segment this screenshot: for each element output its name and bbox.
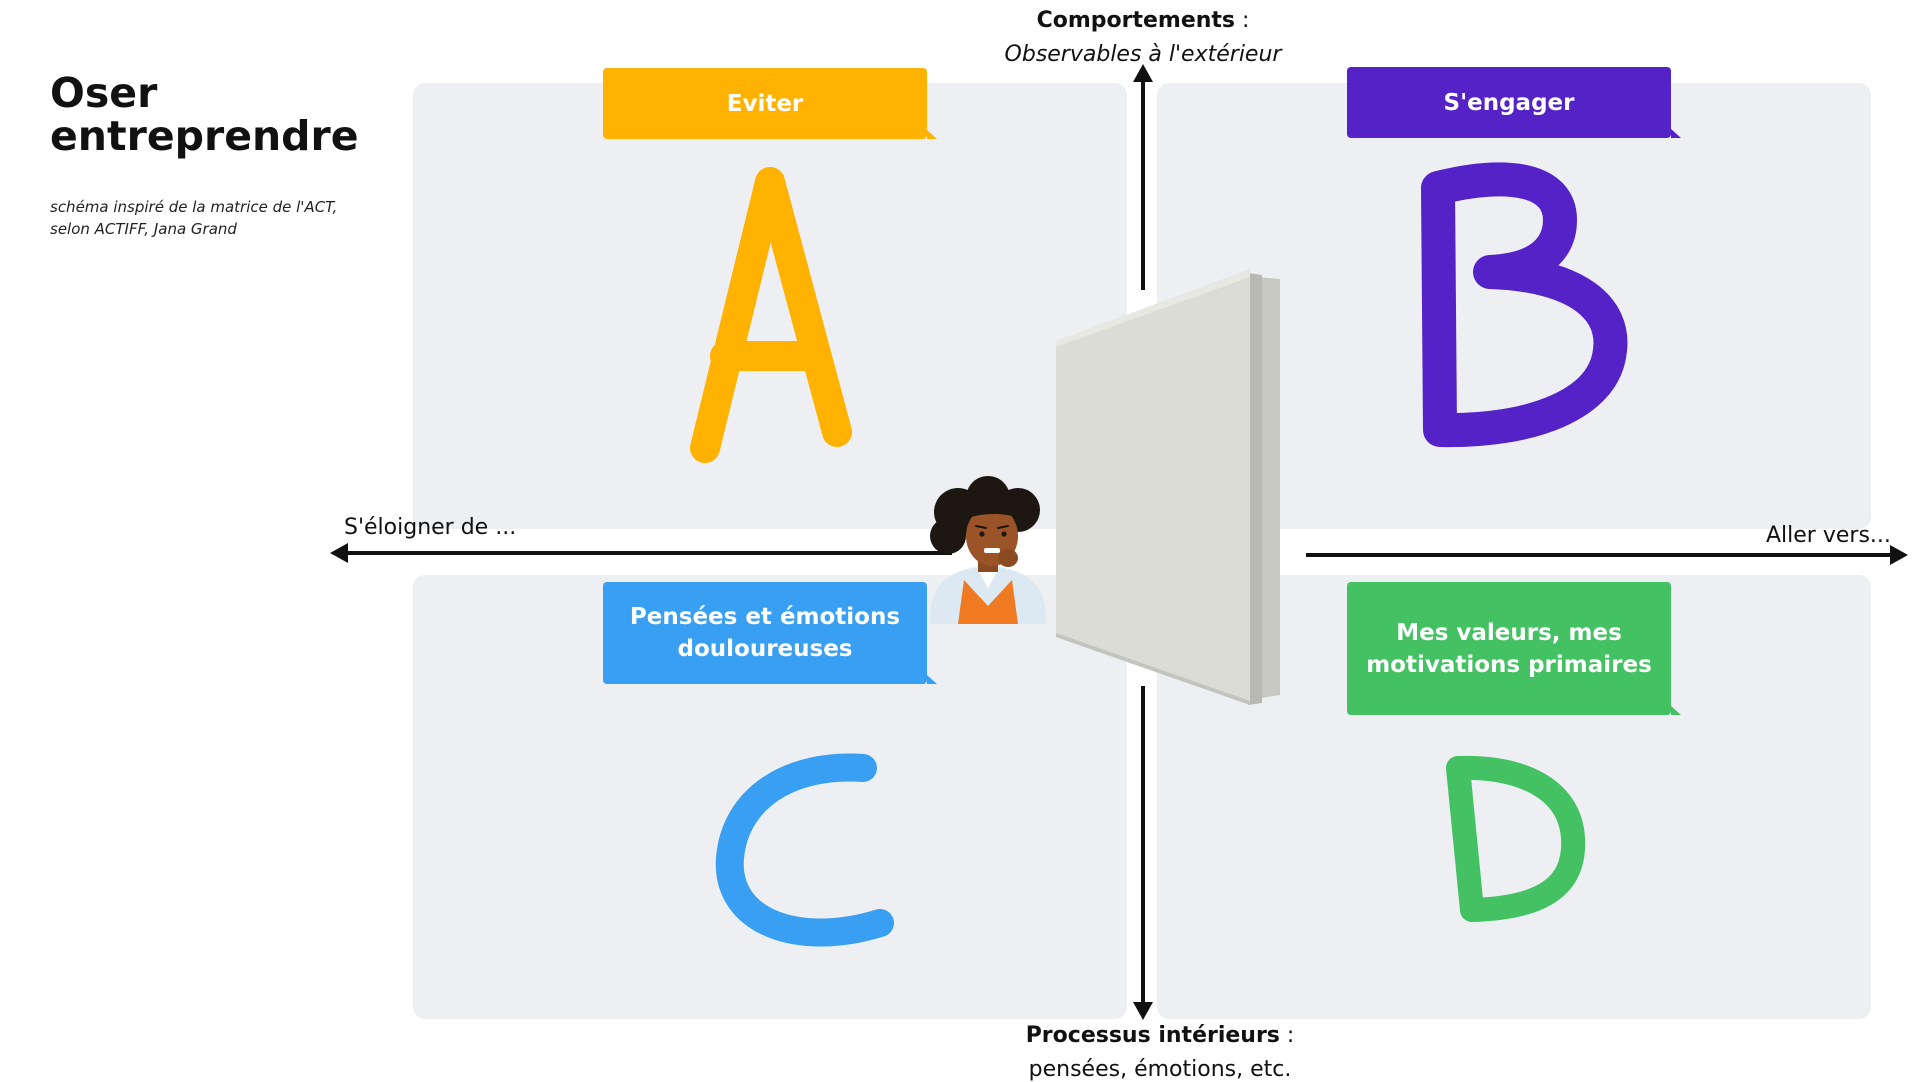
label-sengager: S'engager [1347,67,1671,138]
page-title: Oser entreprendre [50,69,359,160]
axis-top-label: Comportements : [943,8,1343,33]
axis-bottom-sep: : [1279,1023,1295,1048]
axis-top-sep: : [1235,8,1250,33]
label-eviter-tail [927,130,937,139]
label-eviter: Eviter [603,68,927,139]
label-pensees: Pensées et émotions douloureuses [603,582,927,684]
axis-bottom-label: Processus intérieurs : [960,1023,1360,1048]
page-subtitle: schéma inspiré de la matrice de l'ACT, s… [50,198,338,238]
worried-person-icon [929,476,1047,624]
axis-bottom-bold: Processus intérieurs [1025,1023,1280,1048]
label-pensees-tail [927,675,937,684]
letter-b [1421,162,1628,448]
label-valeurs: Mes valeurs, mes motivations primaires [1347,582,1671,715]
axis-right-label: Aller vers... [1766,523,1891,548]
quadrant-a-panel [413,83,1127,529]
letter-a [690,167,852,463]
wall-panel [1056,269,1280,705]
axis-bottom-plain: pensées, émotions, etc. [1028,1057,1292,1082]
axis-top-italic: Observables à l'extérieur [1004,42,1282,67]
label-valeurs-tail [1671,706,1681,715]
letter-d [1446,755,1586,922]
letter-c [715,753,894,947]
label-sengager-tail [1671,129,1681,138]
axis-top-bold: Comportements [1036,8,1236,33]
axis-left-label: S'éloigner de ... [344,515,517,540]
